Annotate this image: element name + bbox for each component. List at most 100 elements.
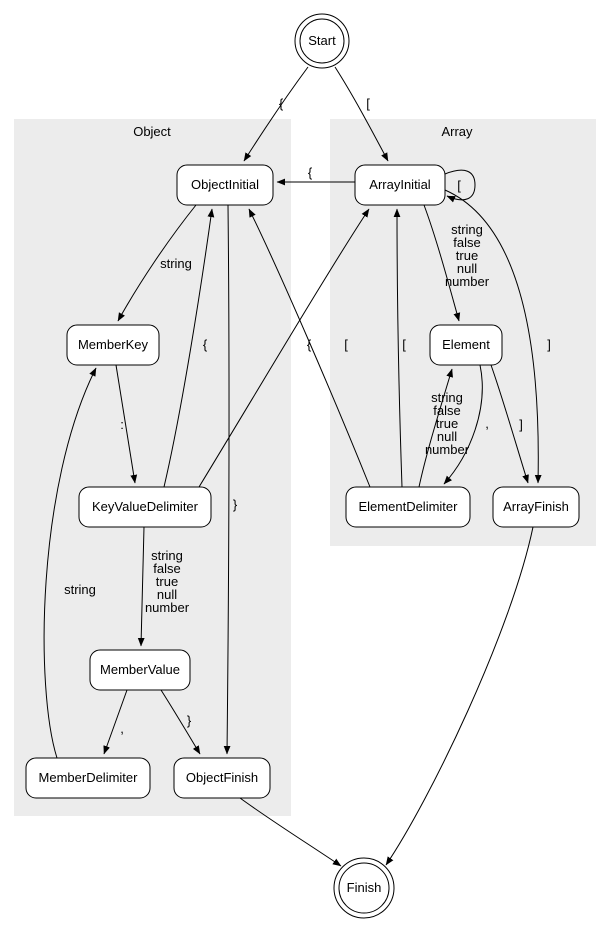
node-label: Element bbox=[442, 337, 490, 352]
node-membervalue: MemberValue bbox=[89, 649, 191, 691]
edge-start-objectinitial bbox=[243, 66, 309, 162]
node-box bbox=[492, 486, 580, 528]
edge-label-line: { bbox=[203, 337, 208, 352]
edge-label-line: { bbox=[307, 337, 312, 352]
edge-keyvaluedelimiter-membervalue bbox=[137, 526, 145, 647]
node-keyvaluedelimiter: KeyValueDelimiter bbox=[78, 486, 212, 528]
node-box bbox=[176, 164, 274, 206]
edge-label-line: } bbox=[187, 713, 192, 728]
node-finish: Finish bbox=[333, 857, 395, 919]
node-start: Start bbox=[294, 13, 350, 69]
node-label: MemberDelimiter bbox=[39, 770, 139, 785]
node-arrayinitial: ArrayInitial bbox=[354, 164, 446, 206]
edge-label-element-elementdelimiter: , bbox=[485, 416, 489, 431]
node-label: ObjectInitial bbox=[191, 177, 259, 192]
edge-label-line: [ bbox=[366, 96, 370, 111]
edge-label-line: [ bbox=[402, 337, 406, 352]
node-objectfinish: ObjectFinish bbox=[173, 757, 271, 799]
edge-objectinitial-objectfinish bbox=[223, 204, 231, 755]
node-arrayfinish: ArrayFinish bbox=[492, 486, 580, 528]
edge-keyvaluedelimiter-arrayinitial bbox=[198, 208, 370, 488]
edge-element-arrayfinish bbox=[490, 364, 529, 484]
edge-label-line: { bbox=[308, 165, 313, 180]
node-box bbox=[173, 757, 271, 799]
edge-label-line: false bbox=[453, 235, 480, 250]
edge-label-line: false bbox=[433, 403, 460, 418]
edge-label-line: [ bbox=[344, 337, 348, 352]
edge-label-arrayinitial-objectinitial: { bbox=[308, 165, 313, 180]
edge-label-line: [ bbox=[457, 178, 461, 193]
edge-label-start-objectinitial: { bbox=[279, 96, 284, 111]
edge-label-line: true bbox=[436, 416, 458, 431]
node-label: ArrayFinish bbox=[503, 499, 569, 514]
edge-label-line: , bbox=[485, 416, 489, 431]
edge-keyvaluedelimiter-objectinitial bbox=[163, 208, 215, 488]
edge-arrayinitial-arrayinitial bbox=[444, 169, 476, 203]
edge-label-line: ] bbox=[547, 337, 551, 352]
edge-label-line: string bbox=[64, 582, 96, 597]
edge-label-element-arrayfinish: ] bbox=[519, 417, 523, 432]
edge-label-line: null bbox=[157, 587, 177, 602]
edge-arrayfinish-finish bbox=[385, 526, 534, 866]
cluster-object-box bbox=[14, 119, 291, 816]
edge-objectfinish-finish bbox=[239, 797, 342, 867]
edge-label-membervalue-objectfinish: } bbox=[187, 713, 192, 728]
edge-label-line: null bbox=[437, 429, 457, 444]
edge-label-memberdelimiter-memberkey: string bbox=[64, 582, 96, 597]
edge-element-elementdelimiter bbox=[443, 364, 483, 485]
node-box bbox=[345, 486, 471, 528]
node-label: MemberValue bbox=[100, 662, 180, 677]
edge-membervalue-objectfinish bbox=[160, 689, 201, 755]
edge-label-line: { bbox=[279, 96, 284, 111]
edge-memberdelimiter-memberkey bbox=[43, 367, 97, 759]
edge-label-start-arrayinitial: [ bbox=[366, 96, 370, 111]
edge-label-memberkey-keyvaluedelimiter: : bbox=[120, 417, 124, 432]
edge-label-arrayinitial-arrayinitial: [ bbox=[457, 178, 461, 193]
node-label: MemberKey bbox=[78, 337, 149, 352]
edge-label-line: } bbox=[233, 497, 238, 512]
edge-memberkey-keyvaluedelimiter bbox=[115, 364, 138, 484]
edge-label-elementdelimiter-objectinitial: { bbox=[307, 337, 312, 352]
edge-label-line: false bbox=[153, 561, 180, 576]
edge-label-arrayinitial-arrayfinish: ] bbox=[547, 337, 551, 352]
node-label: ElementDelimiter bbox=[359, 499, 459, 514]
edge-membervalue-memberdelimiter bbox=[103, 689, 128, 755]
edge-label-objectinitial-objectfinish: } bbox=[233, 497, 238, 512]
edge-label-line: ] bbox=[519, 417, 523, 432]
edge-label-line: true bbox=[156, 574, 178, 589]
node-element: Element bbox=[429, 324, 503, 366]
node-memberkey: MemberKey bbox=[66, 324, 160, 366]
edge-elementdelimiter-arrayinitial bbox=[393, 208, 403, 488]
edge-label-line: string bbox=[431, 390, 463, 405]
node-box bbox=[66, 324, 160, 366]
node-label: ArrayInitial bbox=[369, 177, 431, 192]
node-label: ObjectFinish bbox=[186, 770, 258, 785]
edge-label-line: string bbox=[451, 222, 483, 237]
edge-arrayinitial-element bbox=[423, 204, 461, 322]
edge-label-line: true bbox=[456, 248, 478, 263]
edge-elementdelimiter-element bbox=[418, 368, 453, 488]
edge-elementdelimiter-objectinitial bbox=[248, 208, 371, 488]
edge-start-arrayinitial bbox=[334, 66, 389, 162]
node-memberdelimiter: MemberDelimiter bbox=[25, 757, 151, 799]
node-label: KeyValueDelimiter bbox=[92, 499, 199, 514]
edge-label-objectinitial-memberkey: string bbox=[160, 256, 192, 271]
edge-label-line: null bbox=[457, 261, 477, 276]
edge-label-membervalue-memberdelimiter: , bbox=[120, 721, 124, 736]
edge-label-line: : bbox=[120, 417, 124, 432]
edge-label-line: number bbox=[425, 442, 470, 457]
edge-arrayinitial-arrayfinish bbox=[444, 189, 542, 484]
edge-label-line: string bbox=[151, 548, 183, 563]
node-box bbox=[25, 757, 151, 799]
node-objectinitial: ObjectInitial bbox=[176, 164, 274, 206]
edge-label-keyvaluedelimiter-objectinitial: { bbox=[203, 337, 208, 352]
node-elementdelimiter: ElementDelimiter bbox=[345, 486, 471, 528]
